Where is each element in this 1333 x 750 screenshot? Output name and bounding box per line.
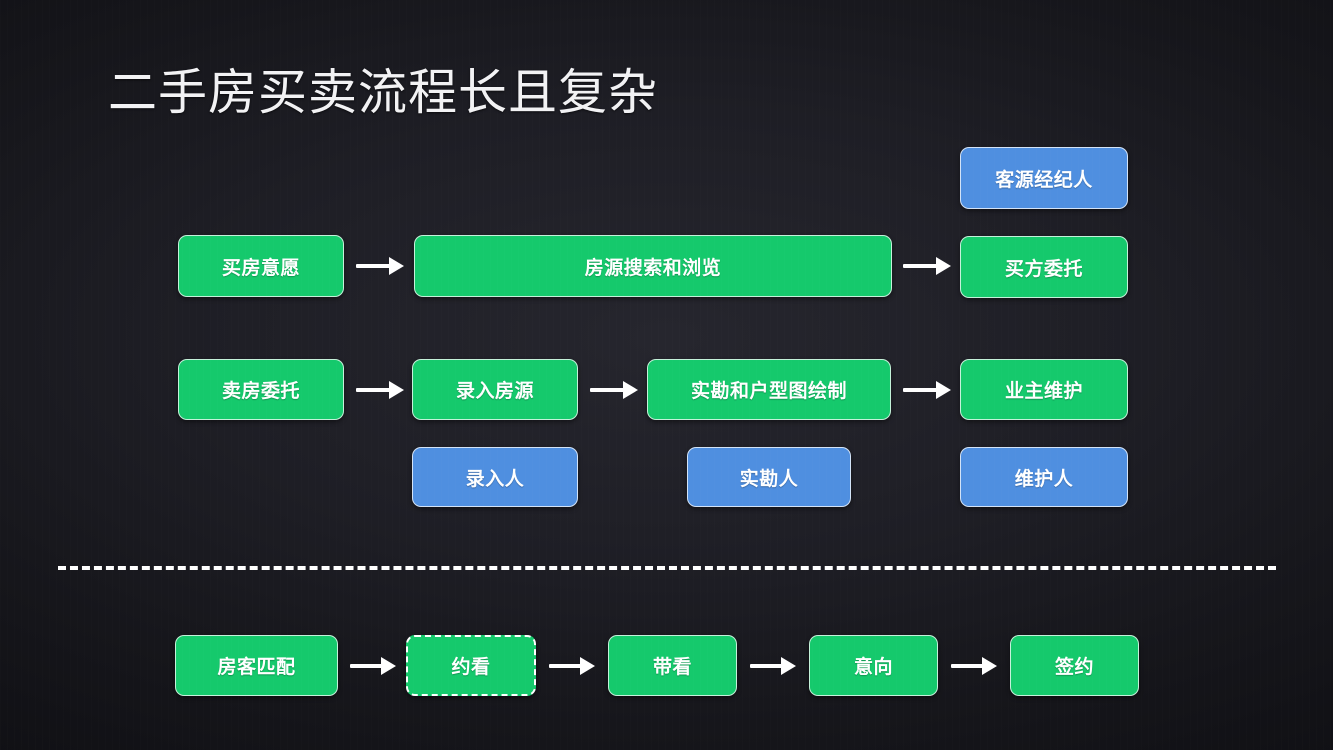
arrow-shaft (350, 664, 382, 668)
role-box-weihuren[interactable]: 维护人 (960, 447, 1128, 507)
arrow-shaft (356, 388, 390, 392)
step-box-maifang-weituo-sell[interactable]: 卖房委托 (178, 359, 344, 420)
step-box-maifang-yiyuan[interactable]: 买房意愿 (178, 235, 344, 297)
step-box-daikan[interactable]: 带看 (608, 635, 737, 696)
arrow-row2-1 (356, 380, 404, 400)
step-box-fangyuan-sousuo[interactable]: 房源搜索和浏览 (414, 235, 892, 297)
arrow-head (781, 657, 796, 675)
role-box-kehuan-jingjiren[interactable]: 客源经纪人 (960, 147, 1128, 209)
arrow-shaft (590, 388, 624, 392)
step-box-fangke-pipei[interactable]: 房客匹配 (175, 635, 338, 696)
step-box-qianyue[interactable]: 签约 (1010, 635, 1139, 696)
step-box-yuekan[interactable]: 约看 (406, 635, 536, 696)
arrow-head (936, 257, 951, 275)
arrow-row3-3 (750, 656, 796, 676)
role-box-shikanren[interactable]: 实勘人 (687, 447, 851, 507)
role-box-luruen[interactable]: 录入人 (412, 447, 578, 507)
arrow-shaft (356, 264, 390, 268)
arrow-head (623, 381, 638, 399)
arrow-head (389, 381, 404, 399)
arrow-shaft (951, 664, 983, 668)
step-box-shikan-huxingtu[interactable]: 实勘和户型图绘制 (647, 359, 891, 420)
arrow-row2-3 (903, 380, 951, 400)
arrow-row3-1 (350, 656, 396, 676)
arrow-shaft (750, 664, 782, 668)
arrow-head (389, 257, 404, 275)
arrow-row3-2 (549, 656, 595, 676)
page-title: 二手房买卖流程长且复杂 (108, 66, 659, 120)
section-divider (58, 566, 1276, 570)
arrow-row3-4 (951, 656, 997, 676)
arrow-shaft (549, 664, 581, 668)
arrow-row2-2 (590, 380, 638, 400)
arrow-head (936, 381, 951, 399)
arrow-shaft (903, 264, 937, 268)
step-box-yixiang[interactable]: 意向 (809, 635, 938, 696)
arrow-head (982, 657, 997, 675)
step-box-maifang-weituo[interactable]: 买方委托 (960, 236, 1128, 298)
step-box-luru-fangyuan[interactable]: 录入房源 (412, 359, 578, 420)
arrow-head (580, 657, 595, 675)
arrow-row1-1 (356, 256, 404, 276)
arrow-row1-2 (903, 256, 951, 276)
arrow-shaft (903, 388, 937, 392)
step-box-yezhu-weihu[interactable]: 业主维护 (960, 359, 1128, 420)
arrow-head (381, 657, 396, 675)
